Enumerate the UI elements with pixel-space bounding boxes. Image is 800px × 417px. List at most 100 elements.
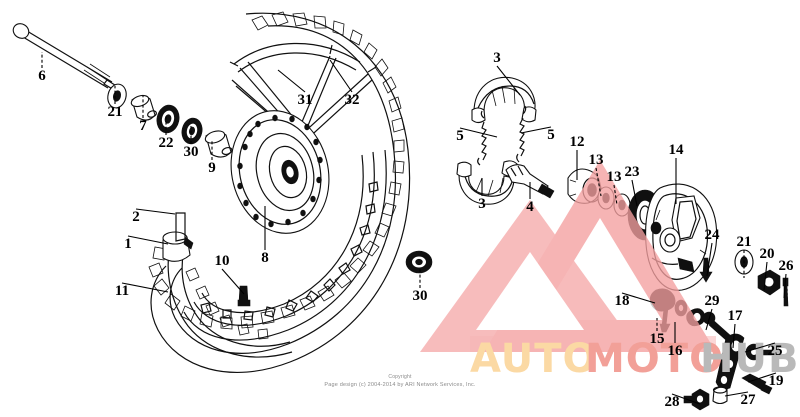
callout-19: 19	[747, 372, 784, 389]
part-nut-28	[683, 388, 710, 411]
callout-13a: 13	[589, 152, 604, 197]
callout-8: 8	[261, 206, 269, 266]
callout-29: 29	[705, 293, 720, 331]
part-collar-9	[204, 130, 233, 158]
leader-line	[631, 179, 638, 207]
part-brake-shoe-3-upper	[471, 76, 537, 124]
callout-number: 5	[456, 128, 464, 144]
callout-16: 16	[668, 322, 684, 359]
callout-number: 7	[139, 118, 147, 134]
callout-5b: 5	[520, 126, 555, 143]
part-collar-7	[130, 94, 157, 121]
callout-number: 1	[124, 236, 132, 252]
part-bolt-19	[741, 373, 773, 395]
leader-line	[783, 273, 787, 299]
callout-23: 23	[625, 164, 640, 207]
leader-line	[135, 208, 176, 215]
leader-line	[595, 167, 602, 197]
callout-3b: 3	[478, 178, 486, 212]
part-axle-6	[12, 23, 119, 92]
callout-number: 18	[615, 293, 630, 309]
callout-15: 15	[650, 318, 665, 347]
callout-number: 28	[665, 394, 680, 410]
leader-line	[705, 308, 713, 331]
callout-number: 29	[705, 293, 720, 309]
callout-17: 17	[728, 308, 743, 349]
copyright-line-2: Page design (c) 2004-2014 by ARI Network…	[324, 382, 476, 388]
leader-line	[277, 69, 306, 93]
leader-line	[329, 59, 353, 93]
callout-number: 16	[668, 343, 684, 359]
part-collar-27	[712, 386, 728, 405]
callout-32: 32	[329, 59, 360, 108]
callout-31: 31	[277, 69, 313, 108]
leader-line	[496, 65, 521, 96]
callout-5a: 5	[456, 127, 498, 144]
callout-number: 13	[589, 152, 604, 168]
part-inner-tube-1	[162, 212, 293, 358]
callout-1: 1	[124, 235, 169, 252]
callout-26: 26	[779, 258, 795, 299]
callout-number: 13	[607, 169, 622, 185]
callout-6: 6	[38, 52, 46, 84]
callout-number: 32	[345, 92, 360, 108]
callout-9: 9	[208, 140, 216, 176]
leader-line	[221, 268, 245, 295]
callout-number: 22	[159, 135, 174, 151]
part-bearing-22	[156, 104, 180, 134]
part-spokes-31-32	[229, 42, 377, 145]
callout-14: 14	[669, 142, 684, 204]
callout-number: 2	[132, 209, 140, 225]
callout-number: 30	[413, 288, 428, 304]
callout-number: 23	[625, 164, 640, 180]
callout-number: 20	[760, 246, 775, 262]
callout-number: 11	[115, 283, 129, 299]
leader-line	[763, 261, 768, 291]
leader-line	[613, 184, 618, 206]
part-nut-20	[757, 269, 781, 296]
leader-line	[732, 323, 736, 349]
leader-line	[121, 282, 169, 293]
callout-11: 11	[115, 282, 169, 299]
callout-7: 7	[139, 96, 147, 134]
leader-line	[747, 372, 777, 383]
callout-21a: 21	[108, 86, 123, 120]
callout-number: 27	[741, 392, 757, 408]
leader-line	[459, 127, 498, 138]
callout-number: 15	[650, 331, 665, 347]
copyright-line-1: Copyright	[388, 374, 412, 380]
callout-24: 24	[705, 227, 721, 277]
leader-line	[706, 242, 713, 277]
callout-12: 12	[570, 134, 585, 180]
callout-number: 21	[108, 104, 123, 120]
leader-line	[744, 342, 776, 353]
callout-number: 8	[261, 250, 269, 266]
callout-21b: 21	[737, 234, 752, 278]
leader-line	[724, 391, 749, 397]
callout-number: 9	[208, 160, 216, 176]
callout-30a: 30	[184, 126, 199, 160]
callout-28: 28	[665, 393, 701, 410]
leader-line	[127, 235, 169, 245]
callout-number: 10	[215, 253, 230, 269]
leader-line	[671, 393, 701, 405]
callout-number: 3	[493, 50, 501, 66]
callout-number: 4	[526, 199, 534, 215]
callout-4: 4	[526, 182, 534, 215]
callout-number: 21	[737, 234, 752, 250]
callout-number: 5	[547, 127, 555, 143]
callout-2: 2	[132, 208, 176, 225]
callout-13b: 13	[607, 169, 622, 206]
callout-number: 26	[779, 258, 795, 274]
part-hub-8	[230, 110, 330, 234]
leader-line	[520, 126, 552, 134]
callout-number: 24	[705, 227, 721, 243]
part-link-17	[715, 333, 745, 390]
callout-number: 25	[768, 343, 783, 359]
callout-27: 27	[724, 391, 757, 408]
callout-number: 12	[570, 134, 585, 150]
callout-3a: 3	[493, 50, 521, 96]
callout-number: 30	[184, 144, 199, 160]
